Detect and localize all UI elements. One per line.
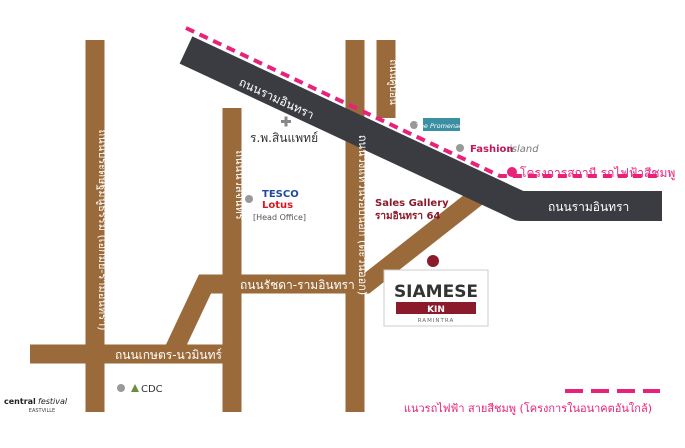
tesco-marker (245, 195, 253, 203)
fashion-island-logo-b: island (509, 144, 539, 155)
tesco-logo-bottom: Lotus (262, 200, 293, 211)
pink-line-route (185, 26, 662, 178)
cdc-label: CDC (141, 384, 163, 395)
promenade-logo (423, 118, 460, 131)
road-label-nuan-chan: ถนนนวลจันทร์ (233, 150, 246, 219)
project-logo-line3: RAMINTRA (418, 318, 455, 324)
fashion-island-marker (456, 144, 464, 152)
central-festival-logo-a: central (4, 397, 36, 406)
road-label-ram-intra-lower: ถนนรามอินทรา (548, 200, 629, 214)
cdc-marker (117, 384, 125, 392)
road-label-khu-bon: ถนนคู้บอน (387, 59, 399, 105)
road-label-outer-ring: ถนนวงแหวนรอบนอก (ตะวันออก) (356, 135, 369, 295)
tesco-logo-top: TESCO (262, 189, 299, 200)
project-logo-band (396, 302, 476, 314)
project-logo-line2: KIN (427, 305, 445, 315)
road-label-kaset-nawamin: ถนนเกษตร-นวมินทร์ (115, 348, 222, 362)
hospital-label: ร.พ.สินแพทย์ (250, 131, 318, 145)
legend-pink-line-label: แนวรถไฟฟ้า สายสีชมพู (โครงการในอนาคตอันใ… (404, 401, 652, 415)
road-label-ratchada-ram-intra: ถนนรัชดา-รามอินทรา (240, 278, 355, 292)
central-festival-sub: EASTVILLE (29, 408, 55, 414)
pink-line-station-label: โครงการสถานี รถไฟฟ้าสีชมพู (520, 166, 675, 181)
tesco-sub-label: [Head Office] (253, 213, 306, 222)
central-festival-logo-b: festival (38, 397, 68, 406)
road-ratchada-ram-intra (163, 188, 484, 359)
minor-roads (30, 40, 484, 412)
road-label-pradit-manutham: ถนนประดิษฐ์มนูธรรม (เอกมัย-รามอินทรา) (96, 129, 109, 330)
project-location-marker (427, 255, 439, 267)
cdc-triangle-icon (131, 384, 139, 392)
promenade-logo-text: The Promenade (416, 122, 467, 130)
project-logo-box (383, 269, 489, 327)
fashion-island-logo-a: Fashion (470, 144, 513, 155)
hospital-marker (281, 116, 291, 127)
promenade-marker (410, 121, 418, 129)
sales-gallery-label-1: Sales Gallery (375, 198, 449, 209)
project-logo-line1: SIAMESE (394, 282, 478, 302)
road-ram-intra (179, 36, 662, 221)
sales-gallery-label-2: รามอินทรา 64 (375, 210, 440, 222)
pink-line-station-marker (507, 167, 517, 177)
